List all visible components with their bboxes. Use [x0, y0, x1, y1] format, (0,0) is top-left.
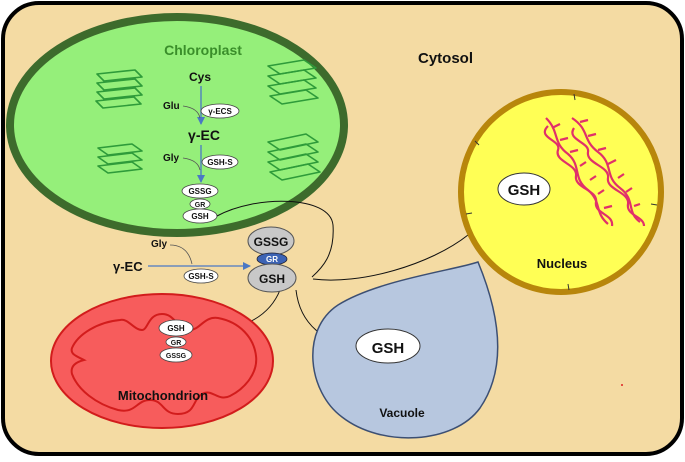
chloro-glu-curve [182, 105, 201, 119]
nucleus-gsh-pool [497, 172, 551, 206]
nucleus [458, 89, 664, 295]
nucleus-gsh-label: GSH [508, 182, 541, 199]
mitochondrion-cristae [70, 312, 258, 416]
chloro-gly-label: Gly [163, 153, 180, 164]
nucleus-label: Nucleus [537, 256, 588, 271]
mito-gsh-label: GSH [167, 324, 185, 333]
chloro-glu-label: Glu [163, 101, 180, 112]
chloro-gsh-s-enzyme [201, 154, 239, 170]
mitochondrion-label: Mitochondrion [118, 388, 208, 403]
mito-gssg-label: GSSG [166, 353, 187, 360]
thylakoid-stack [267, 133, 321, 181]
mito-gsh-pool [158, 319, 194, 337]
chloro-gamma-ec-label: γ-EC [188, 127, 220, 143]
chloro-gsh-s-label: GSH-S [207, 158, 233, 167]
cyto-gssg-label: GSSG [254, 235, 289, 249]
chloro-gamma-ecs-enzyme [200, 103, 240, 119]
thylakoid-stack [267, 59, 319, 105]
chloroplast-label: Chloroplast [164, 42, 242, 58]
chloro-gssg-pool [181, 183, 219, 199]
cyto-gsh-pool [247, 263, 297, 293]
cyto-gsh-s-label: GSH-S [188, 272, 214, 281]
mito-gr-label: GR [171, 340, 182, 347]
connector-chloroplast-to-cytosol [216, 200, 334, 278]
chloroplast [6, 13, 348, 237]
cyto-gly-label: Gly [151, 239, 168, 250]
nuclear-pore [474, 140, 480, 146]
cyto-gsh-label: GSH [259, 272, 285, 286]
vacuole-label: Vacuole [379, 406, 425, 420]
stray-dot [621, 384, 623, 386]
chloro-gamma-ecs-label: γ-ECS [208, 107, 232, 116]
vacuole-gsh-pool [355, 328, 421, 364]
dna-helix [571, 117, 646, 227]
chloro-gsh-label: GSH [191, 212, 209, 221]
chloro-gssg-label: GSSG [188, 187, 211, 196]
nuclear-pore [650, 203, 658, 206]
dna-helix [543, 117, 614, 227]
thylakoid-stack [95, 69, 143, 109]
chloro-gly-curve [182, 157, 201, 171]
chloro-cys-label: Cys [189, 70, 211, 84]
mitochondrion [50, 293, 274, 429]
nuclear-pore [567, 283, 570, 291]
thylakoid-stack [97, 143, 143, 174]
cyto-gamma-ec-label: γ-EC [113, 259, 143, 274]
mito-gr-enzyme [165, 336, 187, 348]
nuclear-pore [465, 212, 473, 215]
mito-gssg-pool [159, 347, 193, 363]
cytosol-label: Cytosol [418, 50, 473, 67]
vacuole-gsh-label: GSH [372, 340, 405, 357]
nuclear-pore [573, 93, 576, 101]
chloro-gr-label: GR [195, 202, 206, 209]
cyto-gsh-s-enzyme [183, 268, 219, 284]
cyto-gr-label: GR [266, 255, 278, 264]
cyto-gly-curve [169, 244, 193, 265]
